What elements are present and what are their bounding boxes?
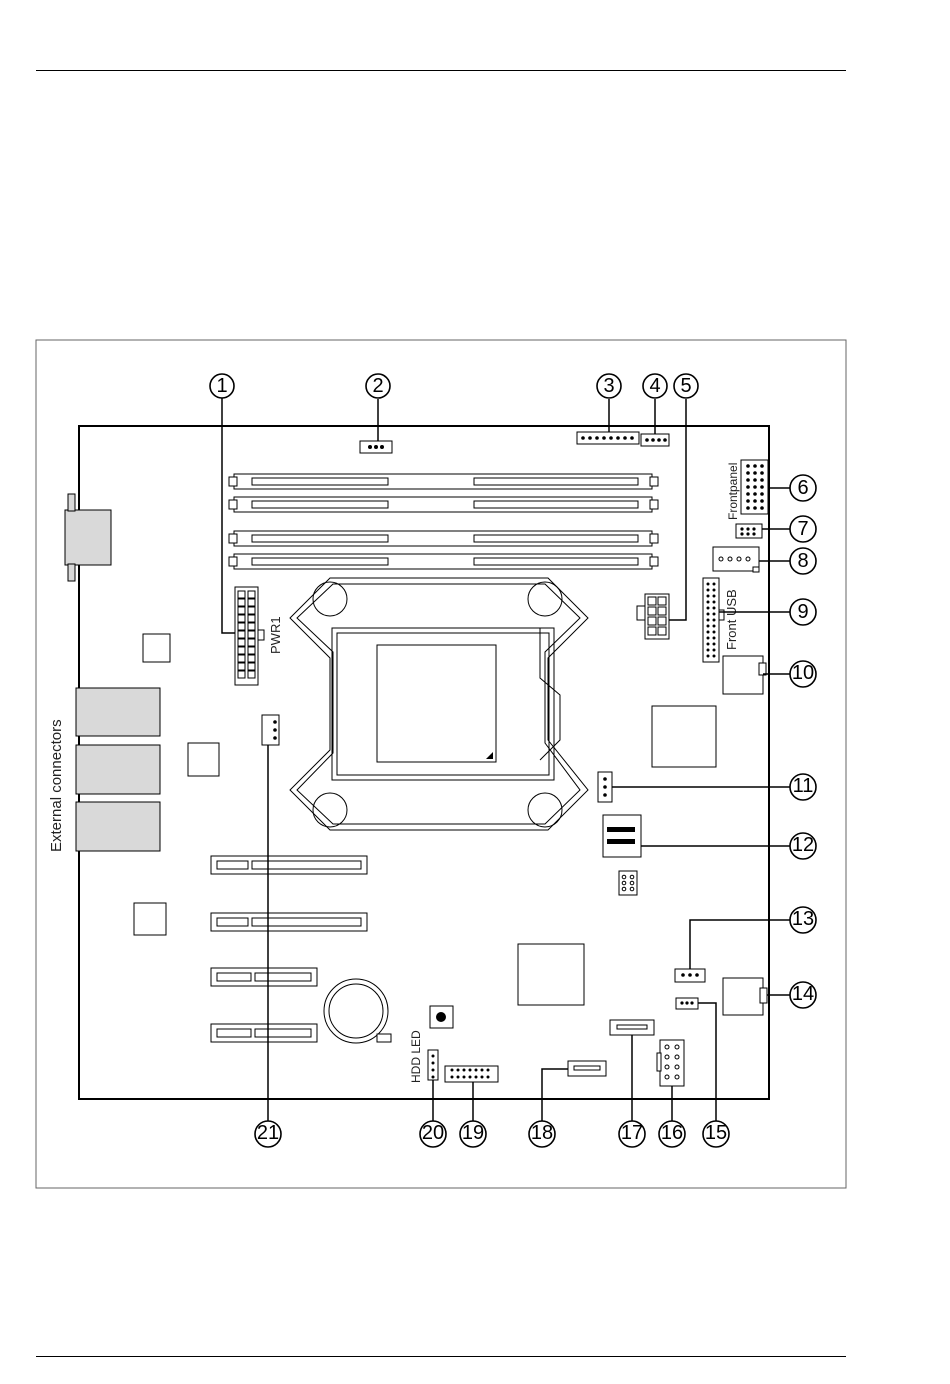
callout-3: 3 — [603, 375, 614, 397]
fan-header-11 — [598, 772, 612, 802]
cmos-battery — [324, 979, 391, 1043]
cpu-power-connector — [637, 594, 669, 639]
connector-12 — [603, 815, 641, 857]
callout-1: 1 — [216, 375, 227, 397]
fan-header-13 — [675, 969, 705, 982]
front-usb-header — [703, 578, 724, 662]
small-button-component — [430, 1006, 453, 1028]
callout-21: 21 — [257, 1122, 279, 1144]
callout-15: 15 — [705, 1122, 727, 1144]
callout-5: 5 — [680, 375, 691, 397]
header-19 — [445, 1066, 498, 1082]
jumper-block — [619, 871, 637, 895]
callout-6: 6 — [797, 477, 808, 499]
hdd-led-label: HDD LED — [409, 1030, 423, 1083]
header-16 — [657, 1040, 684, 1086]
external-connectors-label: External connectors — [48, 719, 65, 852]
front-usb-label: Front USB — [724, 589, 739, 650]
header-8pin-top — [577, 432, 639, 444]
callout-10: 10 — [792, 662, 814, 684]
frontpanel-label: Frontpanel — [726, 463, 740, 520]
callout-18: 18 — [531, 1122, 553, 1144]
fan-header-top — [360, 441, 392, 453]
pwr1-label: PWR1 — [268, 616, 283, 654]
callout-16: 16 — [661, 1122, 683, 1144]
callout-8: 8 — [797, 550, 808, 572]
callout-12: 12 — [792, 834, 814, 856]
cpu-pin1-marker — [486, 752, 493, 759]
fan-header-21 — [262, 715, 279, 745]
callout-19: 19 — [462, 1122, 484, 1144]
fan-header-4pin-top — [641, 434, 669, 446]
callout-2: 2 — [372, 375, 383, 397]
pwr1-connector — [235, 587, 264, 685]
callout-14: 14 — [792, 983, 814, 1005]
memory-slots — [229, 474, 658, 569]
callout-17: 17 — [621, 1122, 643, 1144]
component-10 — [723, 656, 766, 694]
callout-11: 11 — [793, 775, 814, 797]
callout-20: 20 — [422, 1122, 444, 1144]
sata-port-18 — [568, 1061, 606, 1076]
callout-7: 7 — [797, 518, 808, 540]
callout-13: 13 — [792, 908, 814, 930]
component-14 — [723, 978, 767, 1015]
sata-port-17 — [610, 1020, 654, 1035]
front-panel-header — [741, 460, 768, 514]
header-15 — [676, 998, 698, 1009]
hdd-led-header — [428, 1050, 438, 1080]
aux-power-connector — [713, 547, 759, 572]
cpu-socket — [290, 578, 588, 830]
callout-9: 9 — [797, 601, 808, 623]
callout-4: 4 — [649, 375, 660, 397]
small-header-7 — [736, 524, 762, 538]
